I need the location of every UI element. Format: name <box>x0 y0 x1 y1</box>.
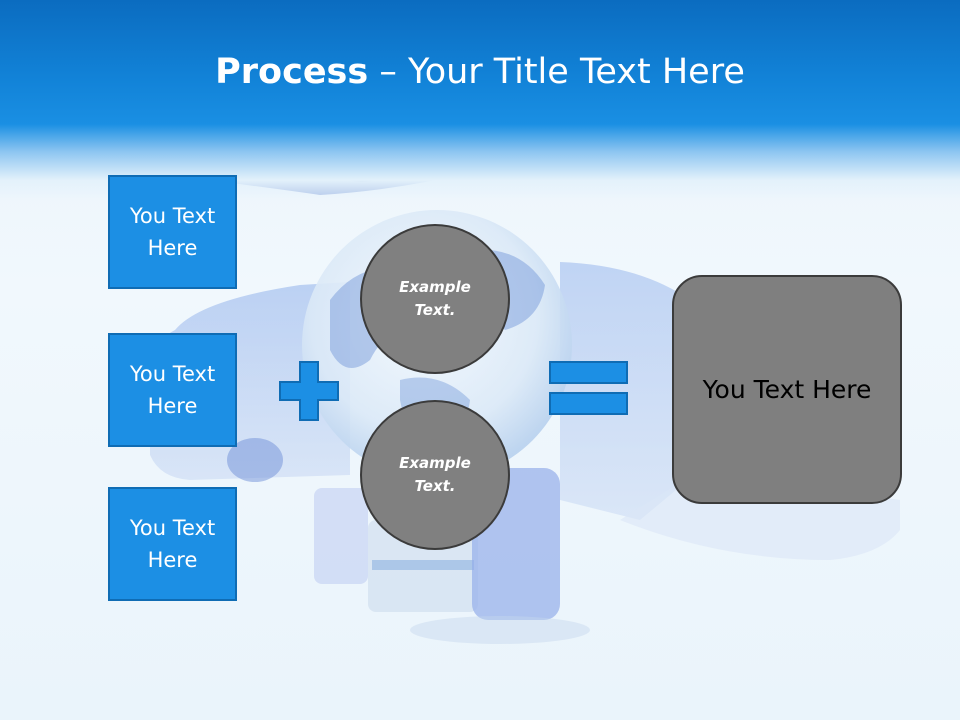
input-box-2: You Text Here <box>108 333 237 447</box>
input-box-1: You Text Here <box>108 175 237 289</box>
input-box-3: You Text Here <box>108 487 237 601</box>
header-band <box>0 0 960 200</box>
equals-icon <box>549 361 628 415</box>
title-rest: – Your Title Text Here <box>368 52 745 92</box>
plus-icon <box>279 361 339 421</box>
example-circle-1: Example Text. <box>360 224 510 374</box>
example-circle-2: Example Text. <box>360 400 510 550</box>
page-title: Process – Your Title Text Here <box>0 52 960 92</box>
title-bold: Process <box>215 52 369 92</box>
result-box: You Text Here <box>672 275 902 504</box>
